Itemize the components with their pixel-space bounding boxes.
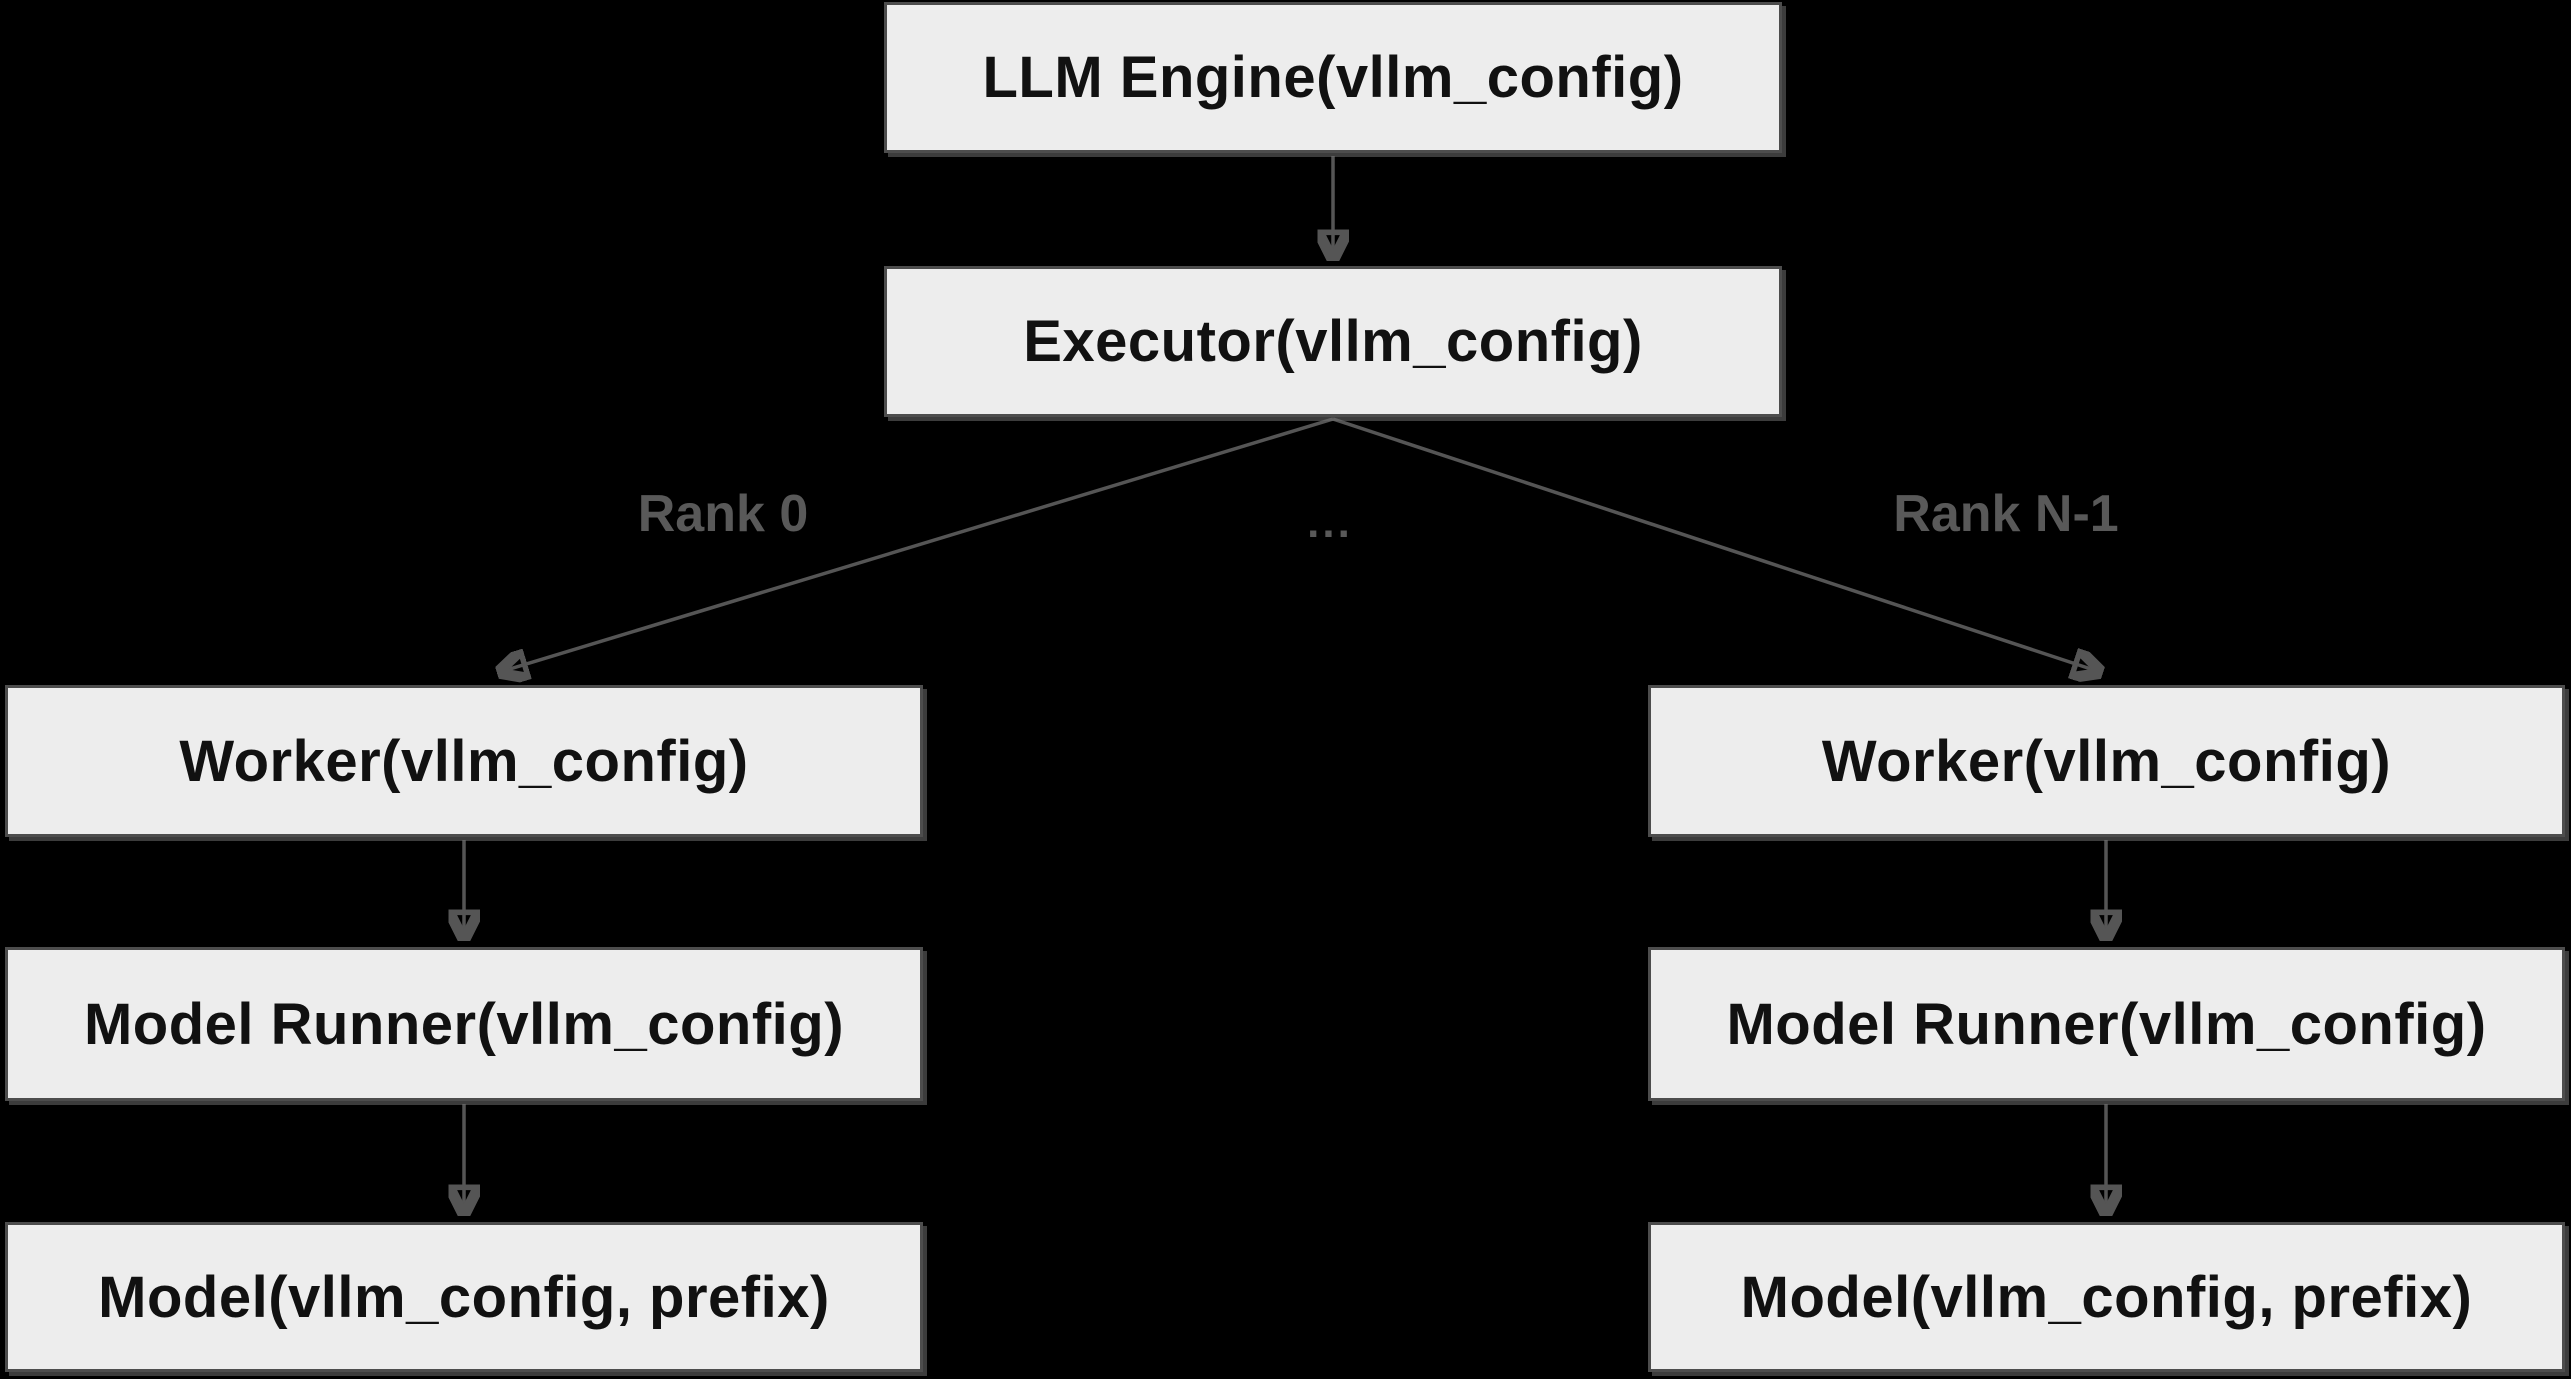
- node-worker-rankn1-label: Worker(vllm_config): [1821, 728, 2392, 794]
- arrow-executor-to-worker-rank0: [500, 417, 1334, 672]
- arrow-executor-to-worker-rankn1: [1332, 417, 2100, 672]
- node-model-runner-rank0: Model Runner(vllm_config): [5, 947, 923, 1101]
- node-model-runner-rankn1-label: Model Runner(vllm_config): [1726, 991, 2487, 1057]
- edge-label-ellipsis: ...: [1307, 498, 1353, 547]
- node-executor-label: Executor(vllm_config): [1023, 309, 1643, 374]
- node-worker-rank0-label: Worker(vllm_config): [179, 728, 749, 794]
- node-model-runner-rank0-label: Model Runner(vllm_config): [83, 991, 845, 1057]
- node-executor: Executor(vllm_config): [884, 266, 1782, 417]
- node-llm-engine-label: LLM Engine(vllm_config): [982, 45, 1684, 110]
- node-worker-rank0: Worker(vllm_config): [5, 685, 923, 837]
- edge-label-rank-0: Rank 0: [637, 485, 809, 543]
- node-worker-rankn1: Worker(vllm_config): [1648, 685, 2565, 837]
- edge-label-rank-n-1: Rank N-1: [1893, 485, 2119, 543]
- node-llm-engine: LLM Engine(vllm_config): [884, 2, 1782, 153]
- node-model-rankn1: Model(vllm_config, prefix): [1648, 1222, 2565, 1372]
- node-model-rankn1-label: Model(vllm_config, prefix): [1740, 1264, 2473, 1330]
- node-model-runner-rankn1: Model Runner(vllm_config): [1648, 947, 2565, 1101]
- node-model-rank0: Model(vllm_config, prefix): [5, 1222, 923, 1372]
- node-model-rank0-label: Model(vllm_config, prefix): [98, 1264, 830, 1330]
